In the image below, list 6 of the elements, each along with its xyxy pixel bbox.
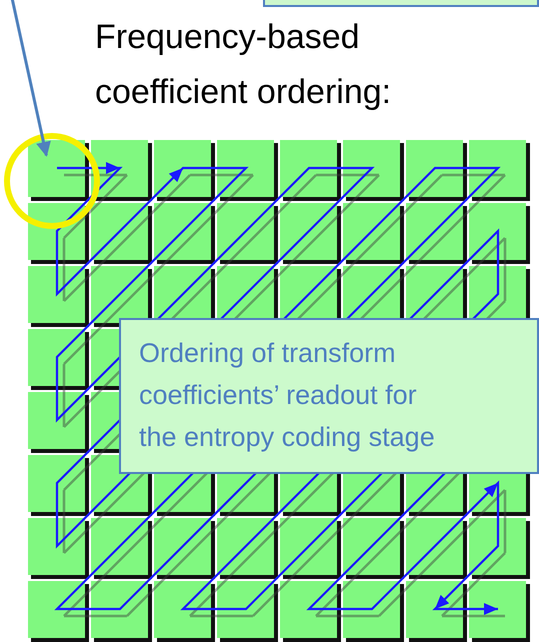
callout-box [119,318,539,474]
heading-text: Frequency-based coefficient ordering: [95,17,392,113]
callout-text: Ordering of transform coefficients’ readout for the entropy coding stage [139,337,436,454]
text-box [263,0,539,7]
highlight-circle [4,133,100,229]
arrow [10,0,51,157]
